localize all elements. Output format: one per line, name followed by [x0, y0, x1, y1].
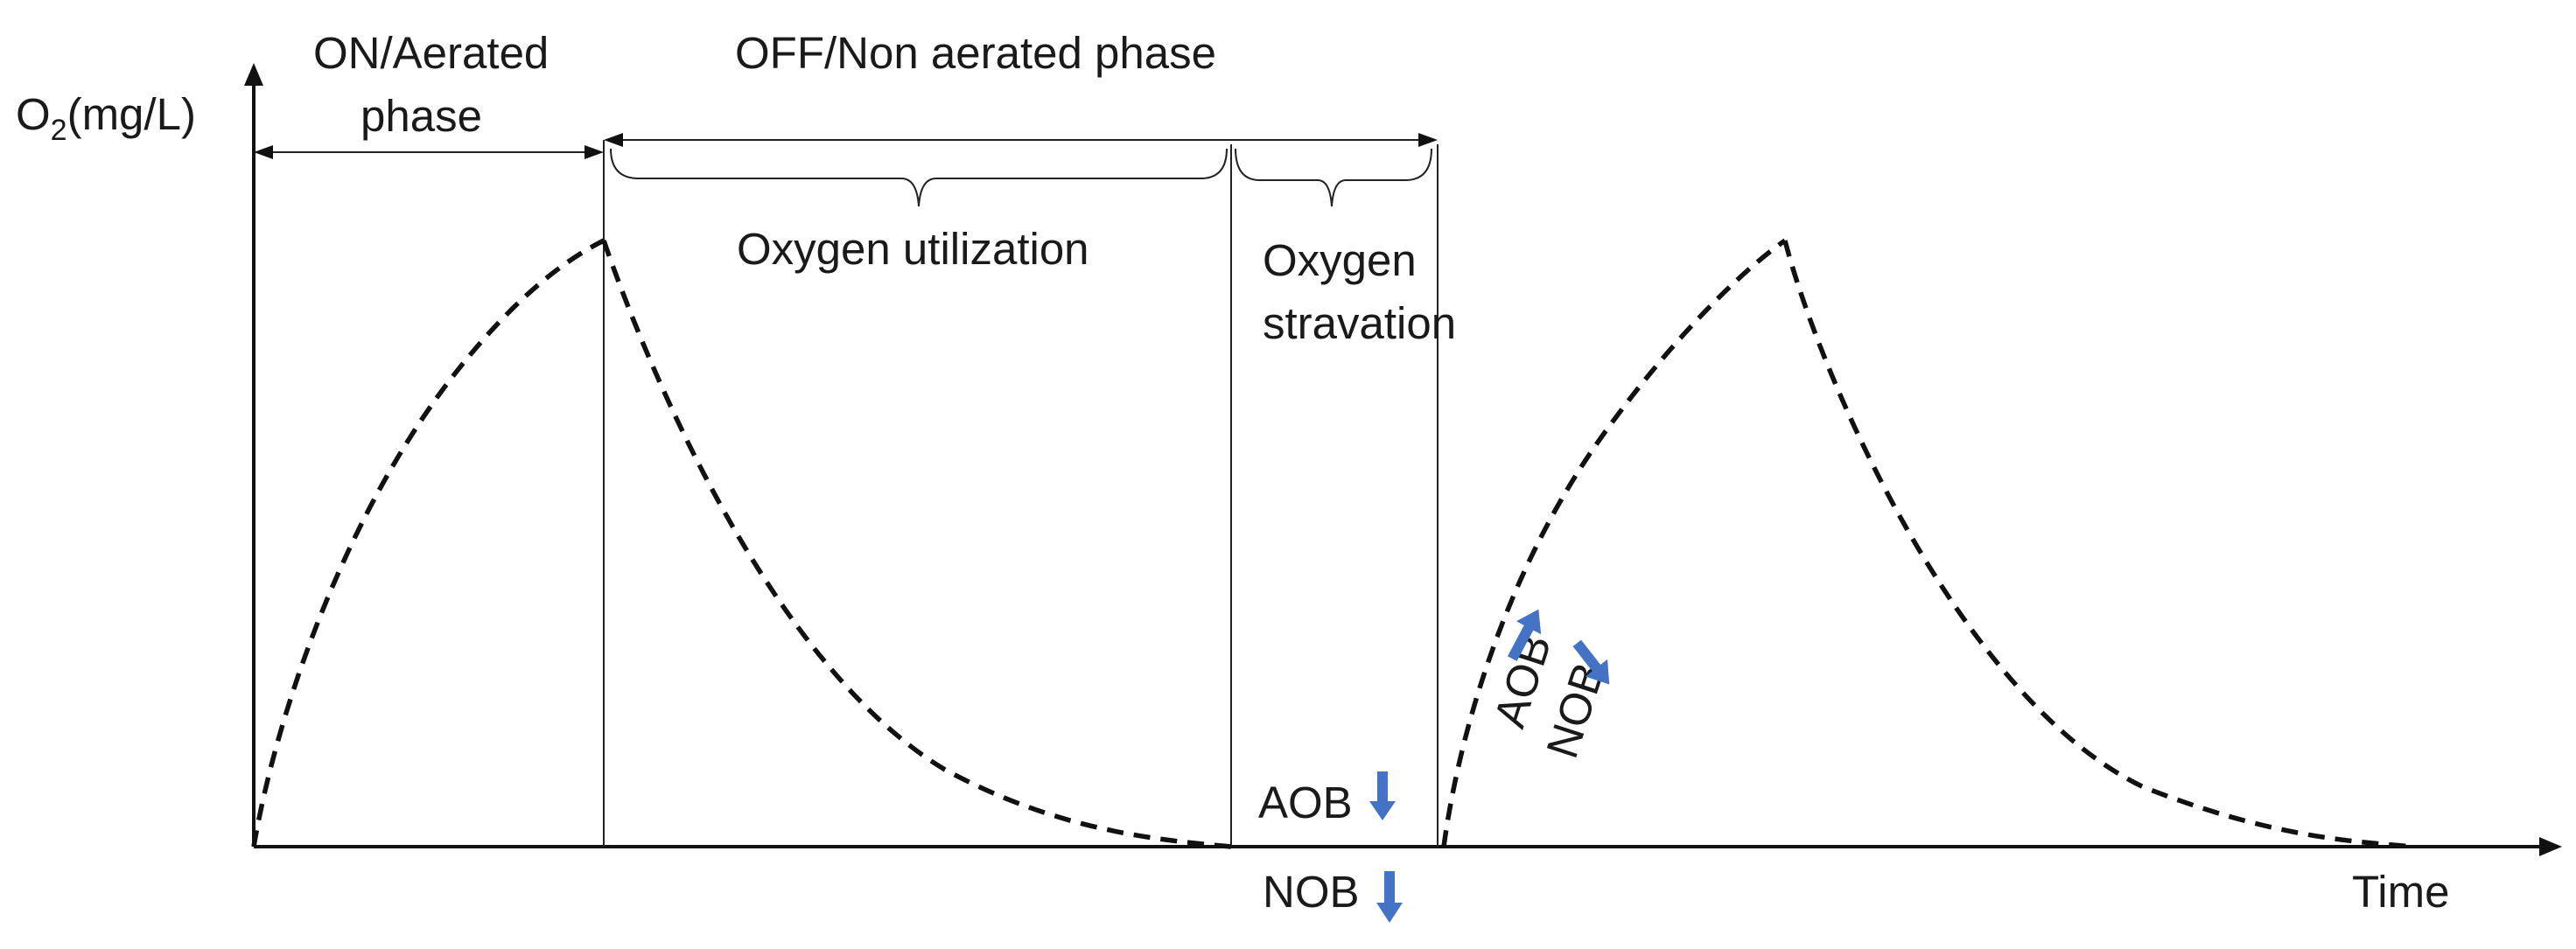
aeration-curve-2	[1441, 238, 1787, 848]
oxygen-starvation-label-line2: stravation	[1263, 298, 1456, 348]
on-phase-arrow-left-head	[254, 145, 273, 159]
y-axis-arrowhead	[244, 63, 263, 86]
depletion-curve-2	[1782, 240, 2416, 849]
off-phase-arrow-right-head	[1418, 133, 1438, 147]
on-phase-label-line2: phase	[360, 91, 482, 141]
nob-rotated-arrow-icon	[1572, 639, 1610, 685]
aeration-curve-1	[251, 238, 606, 848]
aob-down-arrow-icon	[1369, 771, 1396, 820]
off-phase-arrow-left-head	[604, 133, 623, 147]
utilization-brace	[610, 148, 1228, 207]
on-phase-arrow-right-head	[584, 145, 604, 159]
x-axis-label: Time	[2352, 867, 2449, 917]
starvation-brace	[1235, 148, 1432, 207]
depletion-curve-1	[601, 240, 1232, 849]
nob-down-arrow-icon	[1376, 871, 1403, 923]
off-phase-label: OFF/Non aerated phase	[735, 28, 1216, 78]
y-axis-label: O2(mg/L)	[16, 89, 196, 147]
aob-starvation-label: AOB	[1258, 778, 1353, 827]
on-phase-label-line1: ON/Aerated	[313, 28, 549, 78]
nob-starvation-label: NOB	[1263, 867, 1360, 917]
oxygen-starvation-label-line1: Oxygen	[1263, 235, 1417, 285]
aob-up-arrow-icon	[1507, 609, 1542, 661]
x-axis-arrowhead	[2539, 837, 2562, 856]
oxygen-utilization-label: Oxygen utilization	[737, 224, 1089, 274]
